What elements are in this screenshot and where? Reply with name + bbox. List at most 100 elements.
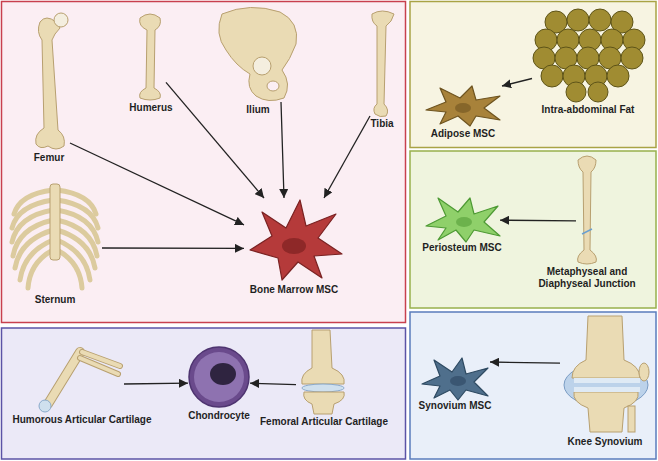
femur-bone [572, 316, 640, 378]
articular-cartilage [39, 400, 51, 412]
articular-cartilage [574, 387, 640, 392]
adipocyte [621, 47, 643, 69]
femur-head [54, 13, 68, 27]
bone-source: Sternum [8, 182, 102, 292]
chondrocyte-cell [189, 347, 249, 407]
articular-cartilage [574, 378, 640, 383]
msc-cell [426, 86, 500, 126]
node-label: Adipose MSC [418, 128, 508, 140]
node-label: Chondrocyte [179, 410, 259, 422]
arrow-connector [490, 362, 560, 363]
tissue-source: Femoral Articular Cartilage [296, 330, 352, 414]
arrow-connector [70, 143, 244, 225]
adipose-panel [410, 2, 656, 148]
bone-source: Femur [28, 10, 70, 150]
obturator-hole [267, 81, 279, 91]
femur-bone [302, 330, 345, 384]
bone-marrow-panel [2, 2, 406, 323]
arrow-connector [281, 102, 284, 198]
rib [28, 250, 53, 288]
cell-nucleus [210, 363, 236, 385]
rib [57, 250, 82, 288]
humerus-bone [140, 14, 161, 100]
node-label-group: Knee Synovium [560, 436, 650, 448]
articular-cartilage [302, 384, 344, 392]
msc-cell [426, 198, 500, 242]
node-label: Femur [19, 152, 79, 164]
periosteum-panel [410, 151, 656, 308]
node-label: Metaphyseal and Diaphyseal Junction [532, 266, 642, 290]
node-label-group: Metaphyseal and Diaphyseal Junction [532, 266, 642, 290]
adipocyte [567, 9, 589, 31]
bone-source: Ilium [212, 8, 304, 102]
tissue-source: Knee Synovium [560, 316, 650, 434]
node-label: Humerus [116, 102, 186, 114]
node-label-group: Tibia [357, 118, 407, 130]
tibia-bone [304, 392, 345, 414]
fat-cluster [533, 9, 645, 102]
cell-nucleus [456, 217, 472, 227]
node-label: Synovium MSC [410, 400, 500, 412]
node-label-group: Periosteum MSC [412, 242, 512, 254]
node-label: Bone Marrow MSC [234, 284, 354, 296]
forearm-outline [80, 358, 118, 374]
node-label-group: Chondrocyte [179, 410, 259, 422]
adipocyte [566, 82, 586, 102]
msc-cell-node: Adipose MSC [424, 86, 502, 126]
junction-mark [582, 229, 592, 234]
node-label: Tibia [357, 118, 407, 130]
msc-cell-node: Periosteum MSC [424, 196, 500, 240]
bone-source: Humerus [136, 12, 166, 100]
node-label: Periosteum MSC [412, 242, 512, 254]
node-label: Knee Synovium [560, 436, 650, 448]
msc-cell-node: Synovium MSC [420, 358, 490, 398]
adipocyte [589, 9, 611, 31]
adipocyte [588, 82, 608, 102]
cell-nucleus [282, 238, 306, 254]
fibula-bone [628, 406, 635, 432]
node-label-group: Sternum [20, 294, 90, 306]
tibia-bone [574, 392, 638, 432]
femur-bone [36, 18, 65, 149]
chondrocyte-node: Chondrocyte [188, 346, 250, 408]
cell-nucleus [450, 376, 466, 386]
tibia-bone [372, 11, 394, 117]
node-label-group: Humorous Articular Cartilage [7, 414, 157, 426]
node-label: Ilium [228, 104, 288, 116]
cartilage-panel [2, 328, 406, 459]
node-label: Intra-abdominal Fat [528, 104, 648, 116]
synovium-panel [410, 312, 656, 459]
patella [639, 363, 649, 381]
acetabulum [253, 57, 271, 75]
ilium-bone [219, 7, 297, 100]
node-label: Sternum [20, 294, 90, 306]
node-label: Femoral Articular Cartilage [254, 416, 394, 428]
node-label-group: Synovium MSC [410, 400, 500, 412]
cell-nucleus [455, 103, 471, 113]
arrow-connector [102, 247, 244, 249]
adipocyte [607, 65, 629, 87]
node-label-group: Adipose MSC [418, 128, 508, 140]
arrow-connector [250, 383, 296, 384]
arrow-connector [124, 383, 188, 385]
node-label-group: Femoral Articular Cartilage [254, 416, 394, 428]
arrow-connector [324, 116, 370, 198]
node-label-group: Femur [19, 152, 79, 164]
msc-cell-node: Bone Marrow MSC [244, 198, 344, 282]
node-label: Humorous Articular Cartilage [7, 414, 157, 426]
msc-cell [250, 200, 342, 280]
ulna-bone [80, 358, 118, 374]
msc-cell [422, 358, 488, 400]
tissue-source: Metaphyseal and Diaphyseal Junction [576, 156, 598, 264]
cytoplasm [194, 352, 244, 402]
arrow-connector [502, 79, 532, 87]
humerus-bone [48, 352, 80, 404]
node-label-group: Ilium [228, 104, 288, 116]
tissue-source: Humorous Articular Cartilage [40, 342, 124, 412]
node-label-group: Humerus [116, 102, 186, 114]
adipocyte [541, 65, 563, 87]
bone-source: Tibia [370, 10, 394, 116]
